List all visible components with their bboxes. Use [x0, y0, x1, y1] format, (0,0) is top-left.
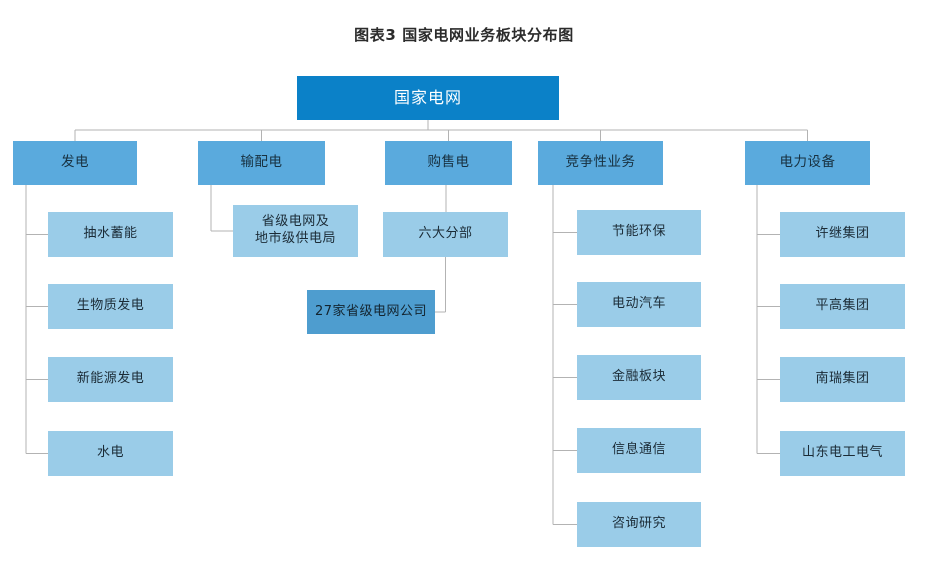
node-child-新能源发电[interactable]: 新能源发电 — [48, 357, 173, 402]
node-child-许继集团[interactable]: 许继集团 — [780, 212, 905, 257]
node-child-平高集团[interactable]: 平高集团 — [780, 284, 905, 329]
node-highlight-27家省级电网公司[interactable]: 27家省级电网公司 — [307, 290, 435, 334]
node-child-咨询研究[interactable]: 咨询研究 — [577, 502, 701, 547]
node-child-南瑞集团[interactable]: 南瑞集团 — [780, 357, 905, 402]
node-child-节能环保[interactable]: 节能环保 — [577, 210, 701, 255]
node-branch-购售电[interactable]: 购售电 — [385, 141, 512, 185]
node-child-电动汽车[interactable]: 电动汽车 — [577, 282, 701, 327]
node-branch-发电[interactable]: 发电 — [13, 141, 137, 185]
node-root-国家电网[interactable]: 国家电网 — [297, 76, 559, 120]
node-child-山东电工电气[interactable]: 山东电工电气 — [780, 431, 905, 476]
node-child-省级电网及-地市级供电局[interactable]: 省级电网及 地市级供电局 — [233, 205, 358, 257]
node-branch-竞争性业务[interactable]: 竞争性业务 — [538, 141, 663, 185]
node-child-金融板块[interactable]: 金融板块 — [577, 355, 701, 400]
page-title: 图表3 国家电网业务板块分布图 — [354, 26, 574, 44]
node-branch-电力设备[interactable]: 电力设备 — [745, 141, 870, 185]
node-child-水电[interactable]: 水电 — [48, 431, 173, 476]
node-branch-输配电[interactable]: 输配电 — [198, 141, 325, 185]
node-child-抽水蓄能[interactable]: 抽水蓄能 — [48, 212, 173, 257]
node-child-生物质发电[interactable]: 生物质发电 — [48, 284, 173, 329]
node-child-信息通信[interactable]: 信息通信 — [577, 428, 701, 473]
node-child-六大分部[interactable]: 六大分部 — [383, 212, 508, 257]
